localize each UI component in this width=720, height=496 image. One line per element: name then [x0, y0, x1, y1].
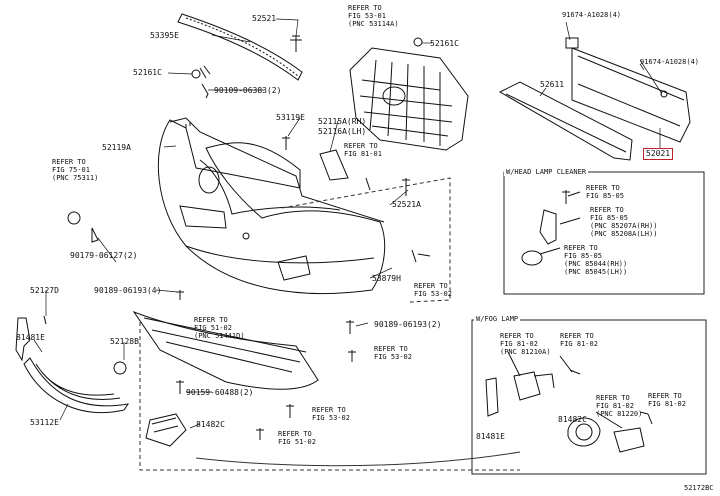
label-81481e-right[interactable]: 81481E	[476, 432, 505, 441]
refer-fig-51-02[interactable]: REFER TO FIG 51-02	[278, 430, 316, 446]
refer-fig-51-02-pnc[interactable]: REFER TO FIG 51-02 (PNC 51441D)	[194, 316, 245, 340]
refer-fig-85-05-a[interactable]: REFER TO FIG 85-05	[586, 184, 624, 200]
label-90189-left[interactable]: 90189-06193(4)	[94, 286, 162, 295]
label-52128b[interactable]: 52128B	[110, 337, 139, 346]
bumper-retainer-strip	[177, 13, 303, 81]
label-52611[interactable]: 52611	[540, 80, 565, 89]
refer-fig-75-01[interactable]: REFER TO FIG 75-01 (PNC 75311)	[52, 158, 99, 182]
label-81481e-left[interactable]: 81481E	[16, 333, 45, 342]
refer-fig-81-02-a[interactable]: REFER TO FIG 81-02 (PNC 81210A)	[500, 332, 551, 356]
label-90159[interactable]: 90159-60488(2)	[186, 388, 254, 397]
refer-fig-53-01[interactable]: REFER TO FIG 53-01 (PNC 53114A)	[348, 4, 399, 28]
radiator-grille	[349, 47, 469, 151]
label-52021-highlighted[interactable]: 52021	[643, 148, 674, 160]
label-53119e[interactable]: 53119E	[276, 113, 305, 122]
refer-fig-85-05-c[interactable]: REFER TO FIG 85-05 (PNC 85044(RH)) (PNC …	[564, 244, 628, 276]
refer-fig-81-02-c[interactable]: REFER TO FIG 81-02 (PNC 81220)	[596, 394, 643, 418]
fasteners	[43, 35, 431, 440]
refer-fig-81-01[interactable]: REFER TO FIG 81-01	[344, 142, 382, 158]
refer-fig-53-02-a[interactable]: REFER TO FIG 53-02	[414, 282, 452, 298]
front-bumper-cover	[157, 117, 386, 294]
leader-lines	[33, 18, 663, 429]
label-52521[interactable]: 52521	[252, 14, 277, 23]
label-53395e[interactable]: 53395E	[150, 31, 179, 40]
label-91674-right[interactable]: 91674-A1028(4)	[640, 58, 700, 66]
lower-grille	[23, 357, 130, 414]
label-91674-top[interactable]: 91674-A1028(4)	[562, 11, 622, 19]
label-81482c-right[interactable]: 81482C	[558, 415, 587, 424]
bumper-reinforcement	[498, 37, 691, 161]
label-81482c-left[interactable]: 81482C	[196, 420, 225, 429]
headlamp-cleaner-inset	[503, 171, 705, 295]
inset-title-headlamp-cleaner: W/HEAD LAMP CLEANER	[504, 168, 589, 176]
label-90109[interactable]: 90109-06383(2)	[214, 86, 282, 95]
label-52115a-rh[interactable]: 52115A(RH)	[318, 117, 367, 126]
label-90179[interactable]: 90179-06127(2)	[70, 251, 138, 260]
diagram-code: 52172BC	[684, 484, 714, 492]
refer-fig-81-02-d[interactable]: REFER TO FIG 81-02	[648, 392, 686, 408]
label-52161c-right[interactable]: 52161C	[430, 39, 459, 48]
fog-lamp-bezel-left	[145, 413, 187, 447]
label-52521a[interactable]: 52521A	[392, 200, 421, 209]
bumper-undercover	[113, 310, 319, 390]
fog-lamp-cover-bracket	[15, 317, 31, 362]
fog-lamp-inset	[471, 319, 707, 475]
refer-fig-53-02-c[interactable]: REFER TO FIG 53-02	[312, 406, 350, 422]
label-53112e[interactable]: 53112E	[30, 418, 59, 427]
label-90189-right[interactable]: 90189-06193(2)	[374, 320, 442, 329]
refer-fig-53-02-b[interactable]: REFER TO FIG 53-02	[374, 345, 412, 361]
label-53879h[interactable]: 53879H	[372, 274, 401, 283]
refer-fig-81-02-b[interactable]: REFER TO FIG 81-02	[560, 332, 598, 348]
inset-title-fog-lamp: W/FOG LAMP	[474, 315, 521, 323]
label-52127d[interactable]: 52127D	[30, 286, 59, 295]
label-52116a-lh[interactable]: 52116A(LH)	[318, 127, 367, 136]
refer-fig-85-05-b[interactable]: REFER TO FIG 85-05 (PNC 85207A(RH)) (PNC…	[590, 206, 658, 238]
label-52161c-left[interactable]: 52161C	[133, 68, 162, 77]
label-52119a[interactable]: 52119A	[102, 143, 131, 152]
assembly-outline	[139, 177, 521, 471]
